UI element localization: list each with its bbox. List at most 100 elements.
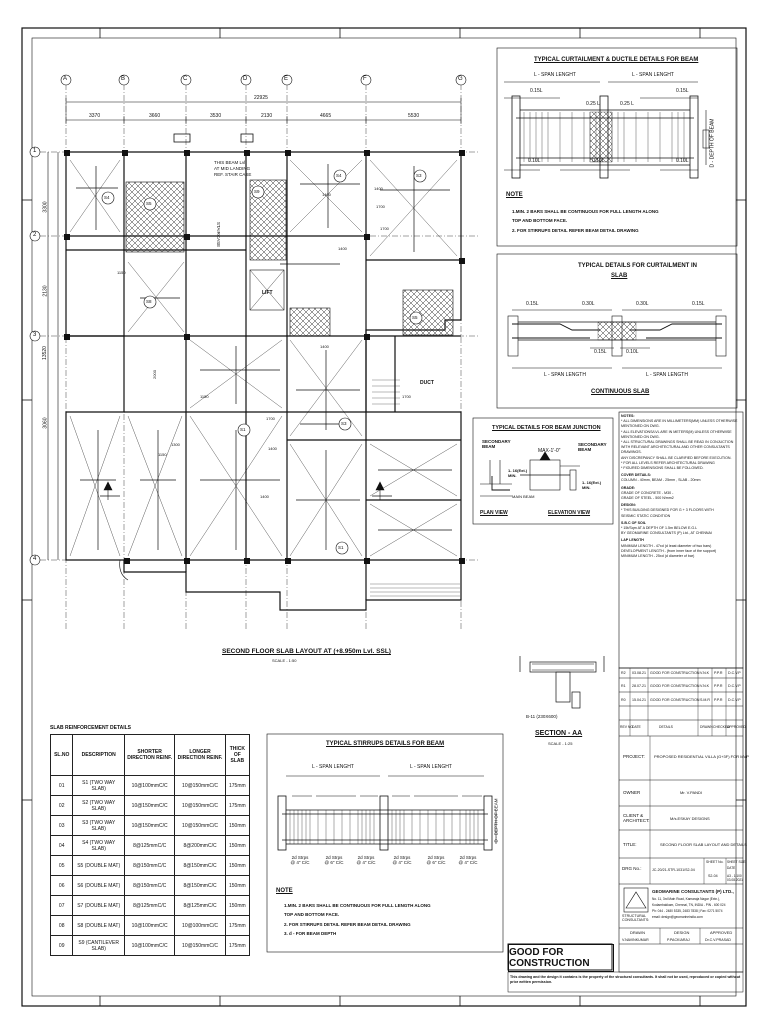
grid-label-f: F (363, 76, 367, 82)
title-label: TITLE: (623, 842, 637, 847)
junction-max: MAX-1'-0" (538, 448, 561, 454)
grid-label-c: C (183, 76, 188, 82)
owner-value: Mr. V.PANDI (680, 790, 703, 795)
beam-note-1: 1.MIN. 2 BARS SHALL BE CONTINUOUS FOR FU… (512, 209, 659, 214)
left-dim-2: 2130 (42, 285, 49, 297)
grid-label-3: 3 (33, 332, 37, 338)
schedule-cell: 8@125mmC/C (123, 835, 176, 856)
client-value: M/s.ESKAY DESIGNS (670, 816, 710, 821)
note-line: BY GEOMARINE CONSULTANTS (P) Ltd., AT CH… (621, 531, 712, 536)
schedule-cell: 175mm (224, 935, 251, 956)
general-notes: NOTES: * ALL DIMENSIONS ARE IN MILLIMETE… (621, 414, 741, 559)
rev-checked: P.P.R (714, 671, 723, 675)
slab-tag: S4 (104, 195, 110, 200)
grid-label-4: 4 (33, 556, 37, 562)
schedule-cell: 8@125mmC/C (123, 895, 176, 916)
note-line: WITH RELEVANT ARCHITECTURAL AND OTHER CO… (621, 445, 730, 455)
plan-dim: 1400 (260, 494, 269, 499)
plan-dim: 1400 (322, 192, 331, 197)
slab-schedule-table: SL.NO DESCRIPTION SHORTER DIRECTION REIN… (49, 734, 251, 956)
schedule-cell: 8@150mmC/C (174, 855, 226, 876)
staircase-label: STAIRCASE (216, 221, 222, 248)
junction-main-beam: MAIN BEAM (512, 494, 535, 499)
approved-label: APPROVED (710, 930, 733, 935)
slab-tag: S1 (338, 545, 344, 550)
schedule-cell: 10@100mmC/C (123, 935, 176, 956)
owner-label: OWNER (623, 790, 641, 795)
beam-note-2: TOP AND BOTTOM FACE. (512, 218, 568, 223)
schedule-header: SHORTER DIRECTION REINF. (123, 734, 176, 776)
schedule-cell: 150mm (224, 815, 251, 836)
schedule-cell: 175mm (224, 775, 251, 796)
bay-dim-5: 4665 (320, 113, 332, 119)
note-line: * FOR ALL LEVELS REFER ARCHITECTURAL DRA… (621, 460, 715, 465)
left-dim-1: 3300 (42, 201, 49, 213)
note-line: GRADE: (621, 485, 636, 490)
left-dim-4: 3060 (42, 417, 49, 429)
schedule-cell: 05 (49, 855, 74, 876)
beam-note-3: 2. FOR STIRRUPS DETAIL REFER BEAM DETAIL… (512, 228, 639, 233)
rev-header-checked: CHECKED (713, 725, 730, 729)
beam-mark: 0.25 L (586, 101, 600, 107)
slab-tag: S5 (412, 315, 418, 320)
junction-title: TYPICAL DETAILS FOR BEAM JUNCTION (492, 425, 601, 431)
drg-value: JC-20/21-STR-1031/S2-04 (652, 868, 695, 872)
good-for-construction-stamp: GOOD FOR CONSTRUCTION (508, 944, 614, 972)
plan-dim: 1150 (158, 452, 167, 457)
schedule-cell: 10@150mmC/C (174, 935, 226, 956)
rev-drawn: S.M.R (700, 698, 710, 702)
beam-span-left: L - SPAN LENGHT (534, 72, 576, 78)
slab-mark: 0.15L (594, 349, 607, 355)
schedule-cell: 150mm (224, 835, 251, 856)
schedule-cell: S7 (DOUBLE MAT) (72, 895, 125, 916)
schedule-header: SL.NO (49, 734, 74, 776)
bay-dim-1: 3370 (89, 113, 101, 119)
schedule-cell: 01 (49, 775, 74, 796)
grid-label-g: G (458, 76, 463, 82)
slab-tag: S3 (341, 421, 347, 426)
project-value: PROPOSED RESIDENTIAL VILLA (G+3F) FOR MV… (654, 754, 749, 759)
schedule-cell: S3 (TWO WAY SLAB) (72, 815, 125, 836)
stirrup-note-3: 2. FOR STIRRUPS DETAIL REFER BEAM DETAIL… (284, 922, 411, 927)
slab-tag: S8 (146, 299, 152, 304)
note-line: DEVELOPMENT LENGTH - (from inner face of… (621, 548, 717, 553)
slab-mark: 0.30L (636, 301, 649, 307)
plan-dim: 1400 (320, 344, 329, 349)
note-line: MENTIONED ON DWG. (621, 424, 660, 429)
schedule-cell: 8@150mmC/C (174, 875, 226, 896)
slab-tag: S9 (254, 189, 260, 194)
plan-dim: 1700 (380, 226, 389, 231)
bay-dim-6: 5530 (408, 113, 420, 119)
note-line: * ALL ELEVATIONS/LVL ARE IN METERS(M) UN… (621, 429, 732, 434)
rev-approved: D.C.V.P (728, 671, 741, 675)
schedule-cell: 06 (49, 875, 74, 896)
beam-mark: 0.10L (592, 158, 605, 164)
approved-value: Dr.C.V.PRASAD (705, 938, 732, 942)
note-line: COLUMN - 40mm, BEAM - 25mm , SLAB - 20mm (621, 478, 701, 483)
stair-note-2: AT MID LANDING (214, 166, 251, 171)
drawn-value: V.NAVINKUMAR (622, 938, 649, 942)
note-line: * THIS BUILDING DESIGNED FOR G + 3 FLOOR… (621, 508, 714, 513)
revision-row: R1 28.07.21 GOOD FOR CONSTRUCTION V.N.K … (619, 684, 743, 694)
bay-dim-3: 3530 (210, 113, 222, 119)
rev-drawn: V.N.K (700, 671, 710, 675)
schedule-cell: S1 (TWO WAY SLAB) (72, 775, 125, 796)
schedule-cell: S2 (TWO WAY SLAB) (72, 795, 125, 816)
grid-label-2: 2 (33, 232, 37, 238)
rev-approved: D.C.V.P (728, 684, 741, 688)
note-line: MENTIONED ON DWG. (621, 434, 660, 439)
schedule-cell: 8@125mmC/C (174, 895, 226, 916)
beam-mark: 0.10L (676, 158, 689, 164)
beam-mark: 0.25 L (620, 101, 634, 107)
beam-span-right: L - SPAN LENGHT (632, 72, 674, 78)
junction-secondary-beam-2: SECONDARY BEAM (578, 442, 607, 452)
schedule-cell: 03 (49, 815, 74, 836)
plan-dim: 1300 (171, 442, 180, 447)
schedule-cell: 02 (49, 795, 74, 816)
note-line: ANY DISCREPANCY SHALL BE CLARIFIED BEFOR… (621, 455, 732, 460)
